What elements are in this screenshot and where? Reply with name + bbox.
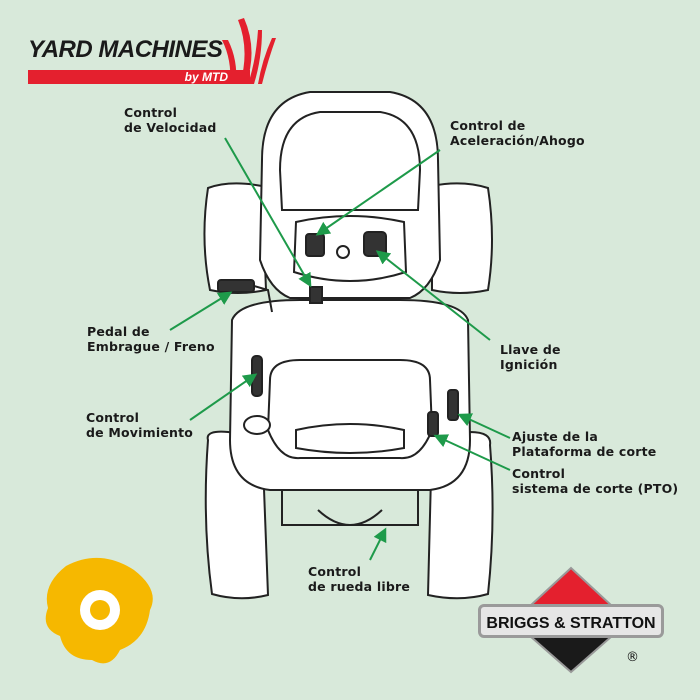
briggs-black-triangle	[527, 635, 615, 674]
arrow-speed	[224, 137, 312, 288]
arrow-pto	[433, 434, 511, 471]
gear-badge-icon	[45, 557, 153, 664]
front-right-wheel	[431, 182, 493, 294]
fuel-cap	[243, 415, 271, 435]
registered-mark: ®	[626, 650, 639, 665]
clutch-pedal	[217, 279, 255, 293]
arrow-clutch	[169, 291, 233, 331]
arrow-throttle	[315, 149, 441, 236]
yard-machines-logo: YARD MACHINES	[28, 36, 223, 63]
arrow-freewheel	[369, 527, 387, 561]
briggs-stratton-logo: BRIGGS & STRATTON	[478, 604, 664, 638]
arrow-deck	[457, 413, 511, 439]
front-left-wheel	[203, 182, 268, 294]
arrow-ignition	[375, 250, 491, 341]
briggs-red-triangle	[527, 566, 615, 607]
arrow-motion	[189, 373, 258, 421]
mtd-bar: by MTD	[28, 70, 250, 84]
